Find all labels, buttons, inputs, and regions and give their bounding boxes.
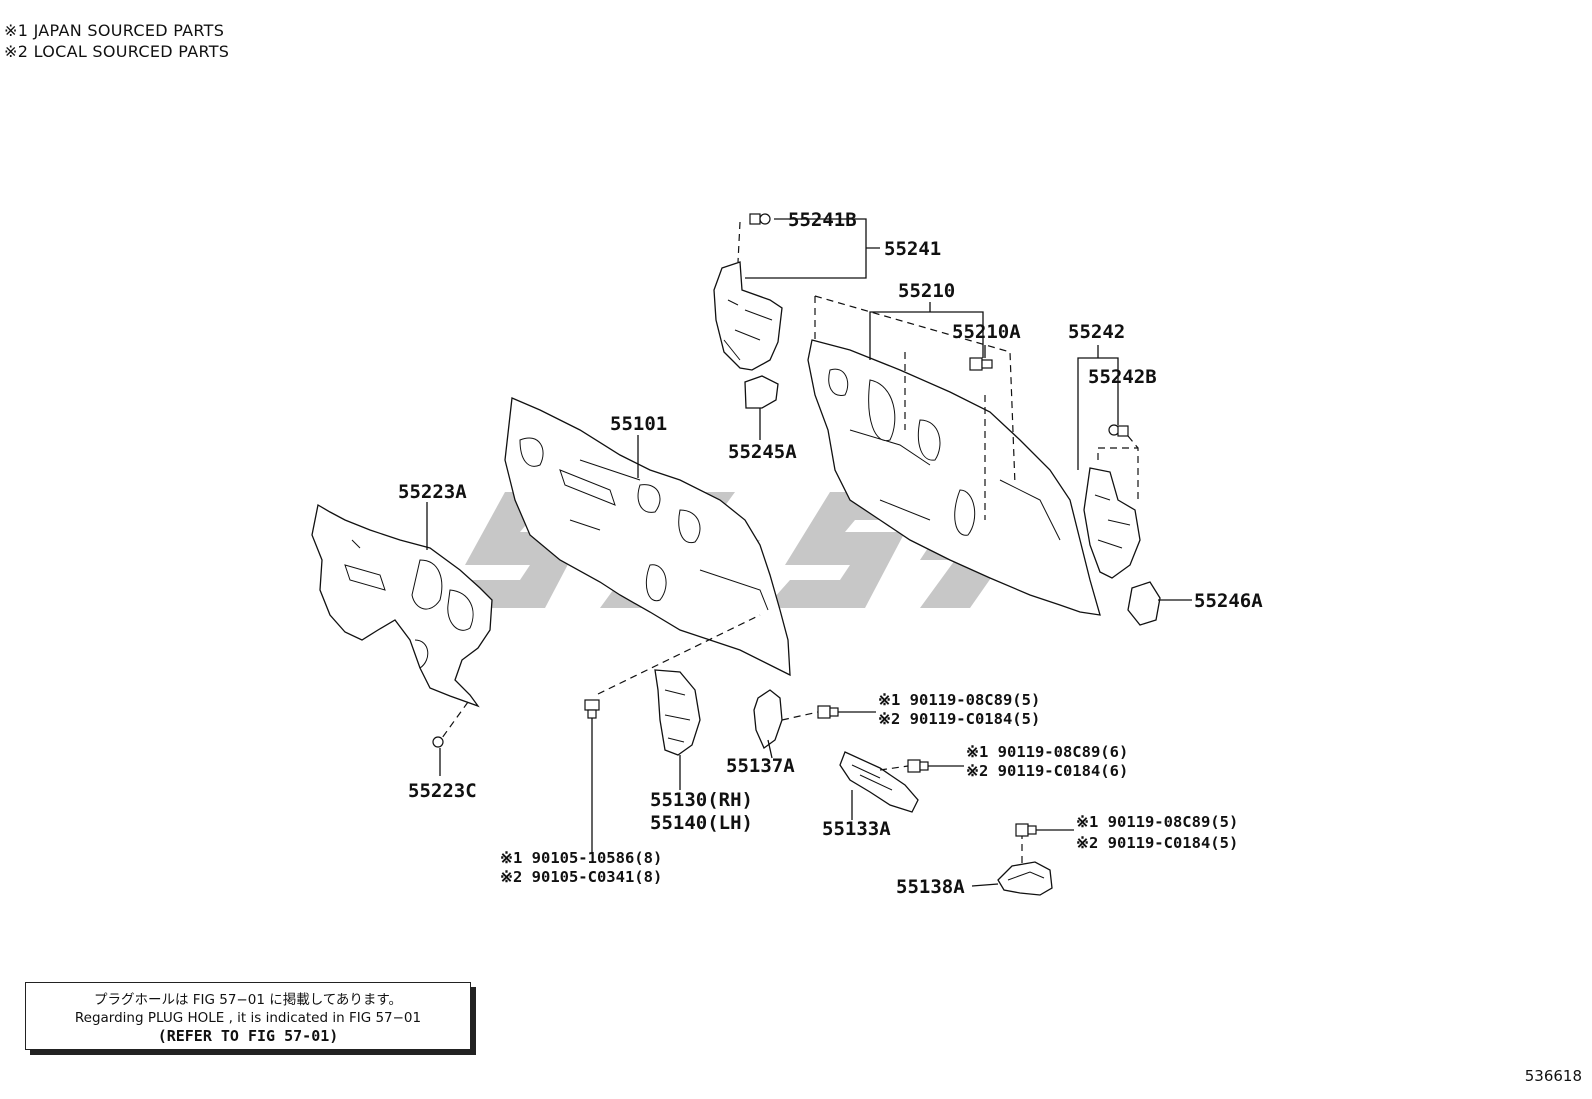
part-55137A-drawing	[753, 689, 783, 749]
label-55242: 55242	[1068, 321, 1125, 343]
label-fastener-3a: ※1 90119-08C89(5)	[1076, 813, 1238, 831]
label-55137A: 55137A	[726, 755, 795, 777]
legend-local-sourced: ※2 LOCAL SOURCED PARTS	[4, 42, 230, 61]
part-55223A-drawing	[311, 503, 493, 708]
clip-55241B-icon	[749, 213, 771, 225]
label-55242B: 55242B	[1088, 366, 1157, 388]
part-55133A-drawing	[839, 751, 919, 813]
part-55101-drawing	[504, 397, 791, 677]
part-55246A-drawing	[1127, 581, 1161, 626]
part-55210-drawing	[807, 339, 1101, 616]
label-fastener-4b: ※2 90105-C0341(8)	[500, 868, 662, 886]
part-55242-drawing	[1083, 467, 1141, 579]
clip-55210A-icon	[969, 357, 993, 371]
bolt-90119-c-icon	[1015, 823, 1037, 837]
part-55130-drawing	[654, 669, 701, 756]
leader-lines	[426, 218, 1192, 887]
label-55138A: 55138A	[896, 876, 965, 898]
bolt-90119-b-icon	[907, 759, 929, 773]
label-55210: 55210	[898, 280, 955, 302]
label-55133A: 55133A	[822, 818, 891, 840]
clip-55223C-icon	[432, 736, 444, 748]
label-fastener-2b: ※2 90119-C0184(6)	[966, 762, 1128, 780]
bolt-90119-a-icon	[817, 705, 839, 719]
label-fastener-3b: ※2 90119-C0184(5)	[1076, 834, 1238, 852]
label-55245A: 55245A	[728, 441, 797, 463]
label-55223C: 55223C	[408, 780, 477, 802]
label-55210A: 55210A	[952, 321, 1021, 343]
label-55246A: 55246A	[1194, 590, 1263, 612]
part-55138A-drawing	[997, 861, 1053, 896]
legend: ※1 JAPAN SOURCED PARTS ※2 LOCAL SOURCED …	[4, 20, 229, 62]
legend-japan-sourced: ※1 JAPAN SOURCED PARTS	[4, 21, 225, 40]
bolt-90105-icon	[584, 699, 600, 719]
label-55241B: 55241B	[788, 209, 857, 231]
label-fastener-4a: ※1 90105-10586(8)	[500, 849, 662, 867]
clip-55242B-icon	[1108, 424, 1129, 437]
figure-id: 536618	[1524, 1067, 1582, 1085]
note-refer: (REFER TO FIG 57-01)	[157, 1027, 339, 1045]
label-55223A: 55223A	[398, 481, 467, 503]
label-55101: 55101	[610, 413, 667, 435]
label-55130-rh: 55130(RH)	[650, 789, 753, 811]
plug-hole-note: プラグホールは FIG 57−01 に掲載してあります。 Regarding P…	[25, 982, 471, 1050]
label-fastener-1a: ※1 90119-08C89(5)	[878, 691, 1040, 709]
label-fastener-1b: ※2 90119-C0184(5)	[878, 710, 1040, 728]
note-japanese: プラグホールは FIG 57−01 に掲載してあります。	[93, 992, 403, 1008]
note-english: Regarding PLUG HOLE , it is indicated in…	[74, 1010, 422, 1026]
label-fastener-2a: ※1 90119-08C89(6)	[966, 743, 1128, 761]
label-55241: 55241	[884, 238, 941, 260]
label-55140-lh: 55140(LH)	[650, 812, 753, 834]
part-55241-drawing	[713, 261, 783, 409]
